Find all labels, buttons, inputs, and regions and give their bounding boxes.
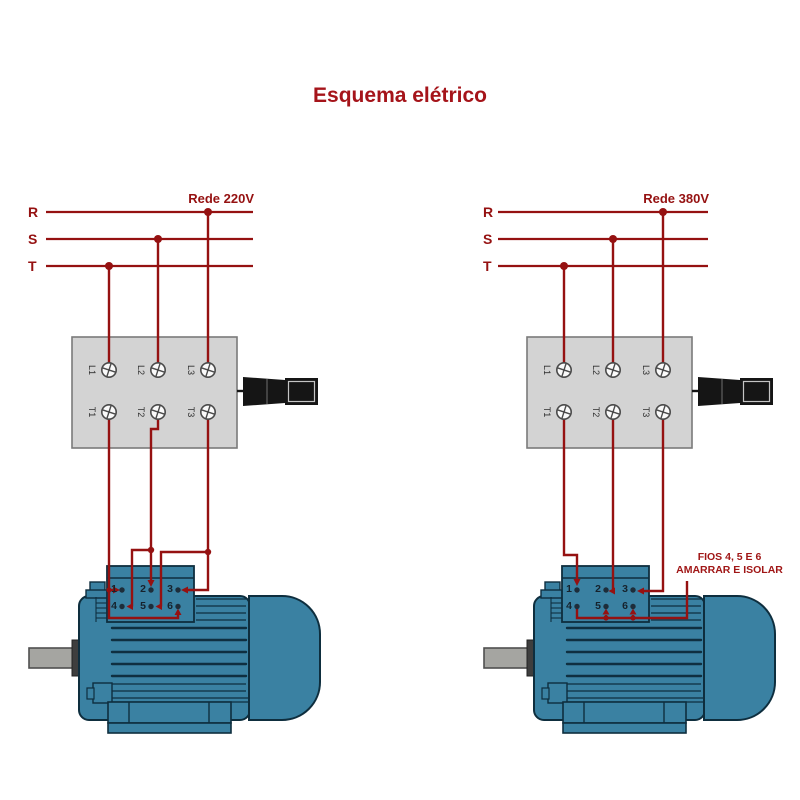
page-title: Esquema elétrico xyxy=(313,84,487,107)
wire-T3-3 xyxy=(187,412,210,592)
terminal-label-T2: T2 xyxy=(591,406,601,418)
arrowheads-380v xyxy=(573,579,644,615)
junction-dot xyxy=(106,587,112,593)
arrowhead xyxy=(126,603,133,610)
network-label-220v: Rede 220V xyxy=(188,191,254,206)
arrowhead xyxy=(155,603,162,610)
motor-terminal-2: 2 xyxy=(595,583,601,595)
phase-label-T-380: T xyxy=(483,258,492,274)
arrowhead xyxy=(608,587,615,595)
wire-T3-3 xyxy=(644,412,665,593)
terminal-label-L2: L2 xyxy=(591,364,601,375)
note-line-2: AMARRAR E ISOLAR xyxy=(676,564,783,576)
wire-T2-2 xyxy=(149,412,160,584)
arrowhead xyxy=(629,608,637,615)
arrowhead xyxy=(602,608,610,615)
terminal-label-T2: T2 xyxy=(136,406,146,418)
junction-dots-220v xyxy=(105,208,212,593)
junction-dot xyxy=(154,235,162,243)
junction-dot xyxy=(609,235,617,243)
phase-label-R-380: R xyxy=(483,204,494,220)
motor-terminal-6: 6 xyxy=(622,600,628,612)
diagram-380v xyxy=(482,208,777,735)
motor-terminal-1: 1 xyxy=(566,583,572,595)
arrowheads-220v xyxy=(113,580,188,615)
phase-label-R-220: R xyxy=(28,204,39,220)
junction-dot xyxy=(204,548,212,556)
phase-label-S-380: S xyxy=(483,231,493,247)
note-line-1: FIOS 4, 5 E 6 xyxy=(697,551,762,563)
motor-terminal-5: 5 xyxy=(140,600,146,612)
terminal-label-L1: L1 xyxy=(542,364,552,375)
phase-lines-220v xyxy=(46,210,253,268)
motor-terminal-3: 3 xyxy=(622,583,628,595)
junction-dot xyxy=(603,615,609,621)
switch-box-220v xyxy=(71,336,238,449)
motor-terminal-1: 1 xyxy=(111,583,117,595)
terminal-label-L3: L3 xyxy=(186,364,196,375)
wire-T1-6 xyxy=(107,412,180,620)
arrowhead xyxy=(637,587,644,595)
motor-terminal-6: 6 xyxy=(167,600,173,612)
network-label-380v: Rede 380V xyxy=(643,191,709,206)
junction-dot xyxy=(659,208,667,216)
motor-terminal-5: 5 xyxy=(595,600,601,612)
switch-handle-380v xyxy=(690,375,775,408)
junction-dot xyxy=(147,546,155,554)
terminal-label-T1: T1 xyxy=(87,406,97,418)
motor-studs-380v xyxy=(574,587,636,610)
motor-studs-220v xyxy=(119,587,181,610)
arrowhead xyxy=(181,586,188,594)
wire-T1-1 xyxy=(562,412,579,580)
arrowhead xyxy=(573,579,581,586)
arrowhead xyxy=(174,608,182,615)
phase-label-T-220: T xyxy=(28,258,37,274)
wires-220v xyxy=(107,212,210,620)
terminal-label-T3: T3 xyxy=(186,406,196,418)
junction-dot xyxy=(204,208,212,216)
motor-terminal-3: 3 xyxy=(167,583,173,595)
arrowhead xyxy=(113,586,120,594)
terminal-label-T1: T1 xyxy=(542,406,552,418)
switch-box-380v xyxy=(526,336,693,449)
terminal-label-T3: T3 xyxy=(641,406,651,418)
terminal-label-L3: L3 xyxy=(641,364,651,375)
terminal-label-L1: L1 xyxy=(87,364,97,375)
arrowhead xyxy=(147,580,155,587)
diagram-220v xyxy=(27,208,322,735)
junction-dot xyxy=(560,262,568,270)
terminal-label-L2: L2 xyxy=(136,364,146,375)
tie-wires-note: FIOS 4, 5 E 6 AMARRAR E ISOLAR xyxy=(672,551,787,577)
switch-handle-220v xyxy=(235,375,320,408)
junction-dot xyxy=(105,262,113,270)
motor-terminal-2: 2 xyxy=(140,583,146,595)
junction-dot xyxy=(630,615,636,621)
motor-terminal-4: 4 xyxy=(111,600,117,612)
phase-lines-380v xyxy=(498,210,708,268)
junction-dots-380v xyxy=(560,208,667,621)
motor-terminal-4: 4 xyxy=(566,600,572,612)
phase-label-S-220: S xyxy=(28,231,38,247)
